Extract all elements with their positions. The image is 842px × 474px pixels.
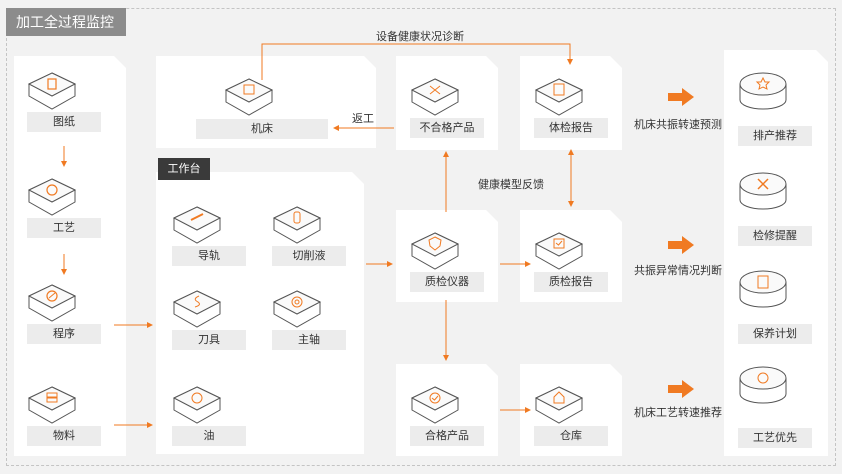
node-label: 工艺: [27, 218, 101, 238]
node-label: 图纸: [27, 112, 101, 132]
wrench-icon: [739, 172, 787, 210]
node-qualified[interactable]: 合格产品: [410, 386, 484, 458]
node-scheduling[interactable]: 排产推荐: [738, 72, 812, 146]
node-label: 程序: [27, 324, 101, 344]
process-icon: [27, 178, 77, 216]
node-cutting-fluid[interactable]: 切削液: [272, 206, 346, 278]
page-title: 加工全过程监控: [6, 8, 126, 36]
node-machine[interactable]: [224, 78, 298, 150]
prediction-label-1: 机床共振转速预测: [634, 119, 722, 131]
node-label: 主轴: [272, 330, 346, 350]
node-label: 物料: [27, 426, 101, 446]
material-icon: [27, 386, 77, 424]
check-icon: [410, 386, 460, 424]
node-program[interactable]: 程序: [27, 284, 101, 356]
node-label: 导轨: [172, 246, 246, 266]
node-label: 排产推荐: [738, 126, 812, 146]
main-frame: [6, 8, 836, 466]
health-diagnosis-label: 设备健康状况诊断: [376, 31, 464, 43]
guide-rail-icon: [172, 206, 222, 244]
node-oil[interactable]: 油: [172, 386, 246, 458]
node-warehouse[interactable]: 仓库: [534, 386, 608, 458]
node-maintenance-plan[interactable]: 保养计划: [738, 270, 812, 344]
rework-label: 返工: [352, 113, 374, 125]
node-maintenance-reminder[interactable]: 检修提醒: [738, 172, 812, 246]
node-label: 质检仪器: [410, 272, 484, 292]
program-icon: [27, 284, 77, 322]
workbench-title: 工作台: [158, 158, 210, 180]
node-label: 体检报告: [534, 118, 608, 138]
spindle-icon: [272, 290, 322, 328]
prediction-label-2: 共振异常情况判断: [634, 265, 722, 277]
node-process-priority[interactable]: 工艺优先: [738, 366, 812, 448]
unqualified-icon: [410, 78, 460, 116]
machine-icon: [224, 78, 274, 116]
star-icon: [739, 72, 787, 110]
oil-icon: [172, 386, 222, 424]
warehouse-icon: [534, 386, 584, 424]
feedback-label: 健康模型反馈: [478, 179, 544, 191]
node-process[interactable]: 工艺: [27, 178, 101, 250]
node-quality-report[interactable]: 质检报告: [534, 232, 608, 304]
node-drawing[interactable]: 图纸: [27, 72, 101, 144]
node-material[interactable]: 物料: [27, 386, 101, 458]
quality-report-icon: [534, 232, 584, 270]
node-label: 质检报告: [534, 272, 608, 292]
node-label: 仓库: [534, 426, 608, 446]
machine-label: 机床: [196, 119, 328, 139]
node-inspector[interactable]: 质检仪器: [410, 232, 484, 304]
node-label: 合格产品: [410, 426, 484, 446]
tool-icon: [172, 290, 222, 328]
prediction-arrow-icon: [668, 380, 694, 398]
node-label: 刀具: [172, 330, 246, 350]
node-label: 切削液: [272, 246, 346, 266]
priority-icon: [739, 366, 787, 404]
node-label: 不合格产品: [410, 118, 484, 138]
node-label: 工艺优先: [738, 428, 812, 448]
node-health-report[interactable]: 体检报告: [534, 78, 608, 150]
node-unqualified[interactable]: 不合格产品: [410, 78, 484, 150]
shield-icon: [410, 232, 460, 270]
node-guide-rail[interactable]: 导轨: [172, 206, 246, 278]
prediction-arrow-icon: [668, 88, 694, 106]
report-icon: [534, 78, 584, 116]
node-label: 检修提醒: [738, 226, 812, 246]
prediction-label-3: 机床工艺转速推荐: [634, 407, 722, 419]
node-label: 油: [172, 426, 246, 446]
cutting-fluid-icon: [272, 206, 322, 244]
plan-icon: [739, 270, 787, 308]
node-tool[interactable]: 刀具: [172, 290, 246, 362]
drawing-icon: [27, 72, 77, 110]
prediction-arrow-icon: [668, 236, 694, 254]
node-label: 保养计划: [738, 324, 812, 344]
node-spindle[interactable]: 主轴: [272, 290, 346, 362]
